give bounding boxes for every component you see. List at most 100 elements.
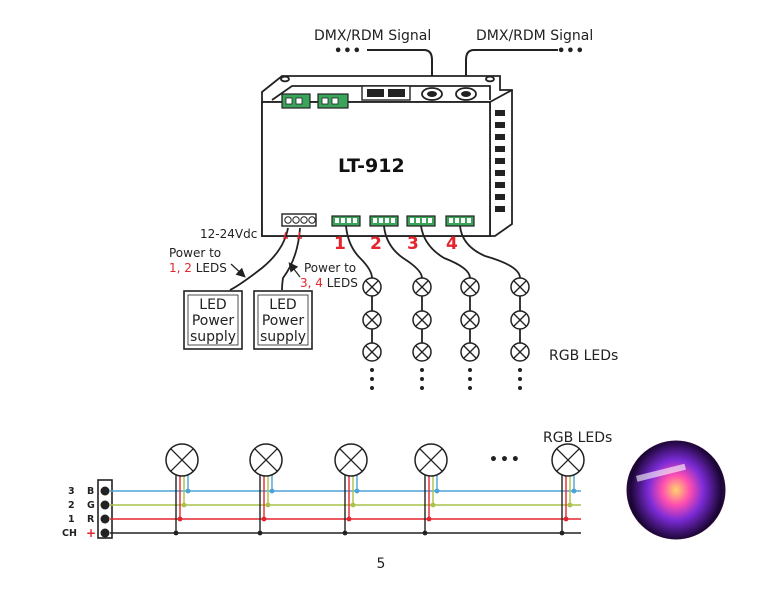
model-label: LT-912 [338,155,405,177]
svg-text:G: G [87,500,95,511]
led-5-junction-2 [563,516,569,522]
xlr-port-1 [421,87,443,101]
side-vents [495,110,505,212]
led-5-junction-3 [567,502,573,508]
channel-number-4: 4 [446,234,458,254]
power-input-terminal [281,213,317,227]
svg-text:R: R [87,514,95,525]
svg-text:Power: Power [262,313,305,329]
chain-1-dot-3 [370,386,374,390]
svg-text:CH: CH [62,528,77,539]
led-3-junction-4 [354,488,360,494]
rgb-leds-label: RGB LEDs [549,348,618,364]
led-3-junction-1 [342,530,348,536]
chain-3-dot-1 [468,368,472,372]
dmx-signal-cables [367,49,558,90]
channel-number-3: 3 [407,234,419,254]
power-note-2: Power to 3, 4 LEDS [300,261,358,290]
arrow-to-supply-2 [288,262,301,278]
svg-text:supply: supply [260,329,306,345]
led-4-junction-2 [426,516,432,522]
led-3-junction-3 [350,502,356,508]
led-power-supply-1: LED Power supply [183,290,243,350]
led-5-junction-4 [571,488,577,494]
bus-leds [165,443,585,536]
led-4-junction-3 [430,502,436,508]
chain-4-dot-1 [518,368,522,372]
chain-4-led-2 [510,310,530,330]
svg-text:3, 4 LEDS: 3, 4 LEDS [300,276,358,290]
channel-number-2: 2 [370,234,382,254]
signal-dots-1: ••• [334,44,362,59]
led-2-junction-4 [269,488,275,494]
signal-label-1: DMX/RDM Signal [314,28,431,44]
bus-led-5 [551,443,585,477]
chain-1-led-2 [362,310,382,330]
chain-4-led-3 [510,342,530,362]
top-green-connector-1 [281,93,311,109]
xlr-port-2 [455,87,477,101]
led-1-junction-2 [177,516,183,522]
svg-text:B: B [87,486,94,497]
output-terminal-3 [406,215,436,227]
chain-3-led-1 [460,277,480,297]
chain-3-dot-2 [468,377,472,381]
power-cables [229,227,301,291]
svg-text:3: 3 [68,486,75,497]
top-green-connector-2 [317,93,349,109]
output-terminal-2 [369,215,399,227]
chain-3-led-2 [460,310,480,330]
output-terminal-1 [331,215,361,227]
svg-text:supply: supply [190,329,236,345]
terminal-block [97,479,113,539]
svg-text:Power to: Power to [304,261,356,275]
top-rj45-ports [361,85,411,101]
led-2-junction-1 [257,530,263,536]
svg-text:1: 1 [68,514,75,525]
bus-led-1 [165,443,199,477]
chain-2-led-2 [412,310,432,330]
svg-text:Power to: Power to [169,246,221,260]
chain-3-led-3 [460,342,480,362]
power-note-1: Power to 1, 2 LEDS [169,246,227,275]
led-2-junction-3 [265,502,271,508]
chain-2-led-1 [412,277,432,297]
chain-2-dot-2 [420,377,424,381]
led-2-junction-2 [261,516,267,522]
svg-text:2: 2 [68,500,75,511]
output-cables [345,225,521,279]
chain-4-dot-2 [518,377,522,381]
wiring-rgb-leds-label: RGB LEDs [543,430,612,446]
led-chains [362,277,530,390]
led-4-junction-4 [434,488,440,494]
power-cable-tips [283,231,302,239]
chain-1-led-1 [362,277,382,297]
bus-led-4 [414,443,448,477]
page-number: 5 [377,556,386,572]
output-terminal-4 [445,215,475,227]
arrow-to-supply-1 [230,263,246,278]
svg-text:1, 2 LEDS: 1, 2 LEDS [169,261,227,275]
led-1-junction-1 [173,530,179,536]
led-1-junction-4 [185,488,191,494]
svg-text:+: + [86,526,96,540]
terminal-labels: 3 B 2 G 1 R CH + [62,486,96,540]
chain-1-dot-2 [370,377,374,381]
product-photo [626,440,726,540]
led-4-junction-1 [422,530,428,536]
signal-label-2: DMX/RDM Signal [476,28,593,44]
bus-led-3 [334,443,368,477]
chain-4-dot-3 [518,386,522,390]
bus-ellipsis: ••• [489,452,522,468]
channel-number-1: 1 [334,234,346,254]
chain-1-dot-1 [370,368,374,372]
chain-2-dot-3 [420,386,424,390]
signal-dots-2: ••• [557,44,585,59]
led-1-junction-3 [181,502,187,508]
svg-text:LED: LED [269,297,296,313]
led-3-junction-2 [346,516,352,522]
chain-2-led-3 [412,342,432,362]
led-power-supply-2: LED Power supply [253,290,313,350]
svg-text:Power: Power [192,313,235,329]
